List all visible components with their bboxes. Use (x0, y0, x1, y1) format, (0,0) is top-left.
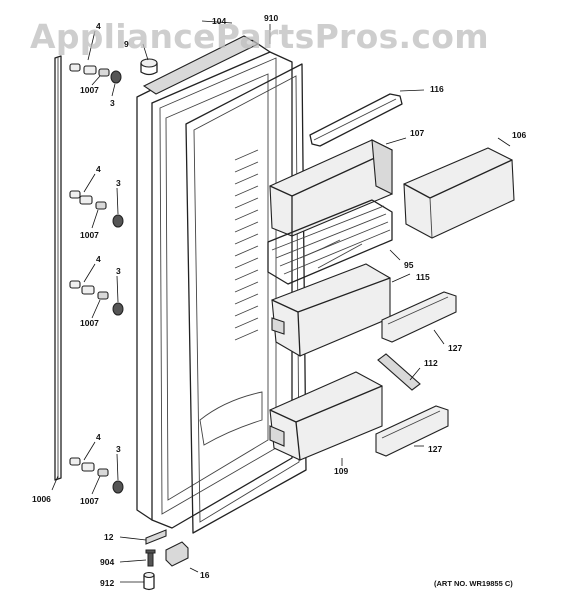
hinge-pin-screw (145, 549, 156, 567)
lower-bin-trim (375, 405, 449, 457)
watermark-text: AppliancePartsPros.com (30, 17, 489, 56)
callout-1007-set4: 1007 (80, 496, 99, 506)
door-outer-panel (136, 39, 293, 529)
handle-hardware-set-3 (69, 280, 124, 316)
callout-904: 904 (100, 557, 114, 567)
callout-4-set1: 4 (96, 21, 101, 31)
callout-107: 107 (410, 128, 424, 138)
callout-112: 112 (424, 358, 438, 368)
callout-116: 116 (430, 84, 444, 94)
handle-hardware-set-2 (69, 190, 124, 228)
lower-bin (269, 371, 383, 461)
callout-106: 106 (512, 130, 526, 140)
bottom-hinge-bracket (145, 529, 167, 545)
small-bin-trim (377, 353, 421, 391)
callout-1006: 1006 (32, 494, 51, 504)
callout-4-set4: 4 (96, 432, 101, 442)
callout-127-lower: 127 (428, 444, 442, 454)
callout-109: 109 (334, 466, 348, 476)
callout-3-set4: 3 (116, 444, 121, 454)
upper-bin-trim (381, 291, 457, 343)
handle-hardware-set-1 (69, 63, 122, 84)
hinge-pin (143, 571, 155, 591)
callout-910: 910 (264, 13, 278, 23)
top-hinge-bushing (140, 58, 158, 76)
bottom-hinge-cover (165, 541, 189, 567)
art-number: (ART NO. WR19855 C) (434, 579, 513, 588)
callout-912: 912 (100, 578, 114, 588)
callout-1007-set2: 1007 (80, 230, 99, 240)
callout-104: 104 (212, 16, 226, 26)
callout-3-set2: 3 (116, 178, 121, 188)
wire-bin-shelf (267, 199, 393, 285)
bin-cover (309, 93, 403, 147)
handle-hardware-set-4 (69, 457, 124, 494)
door-top-cap (142, 35, 260, 95)
callout-1007-set1: 1007 (80, 85, 99, 95)
callout-115: 115 (416, 272, 430, 282)
callout-9: 9 (124, 39, 129, 49)
upper-bin (269, 139, 393, 237)
callout-16: 16 (200, 570, 210, 580)
middle-bin (271, 263, 391, 357)
callout-3-set3: 3 (116, 266, 121, 276)
door-liner-ribs (199, 149, 263, 446)
callout-4-set2: 4 (96, 164, 101, 174)
door-handle (54, 55, 62, 481)
door-gasket (185, 63, 307, 534)
callout-1007-set3: 1007 (80, 318, 99, 328)
callout-4-set3: 4 (96, 254, 101, 264)
callout-3-set1: 3 (110, 98, 115, 108)
callout-127-upper: 127 (448, 343, 462, 353)
leader-lines (51, 20, 511, 583)
callout-95: 95 (404, 260, 414, 270)
dairy-door (403, 147, 515, 239)
callout-12: 12 (104, 532, 114, 542)
